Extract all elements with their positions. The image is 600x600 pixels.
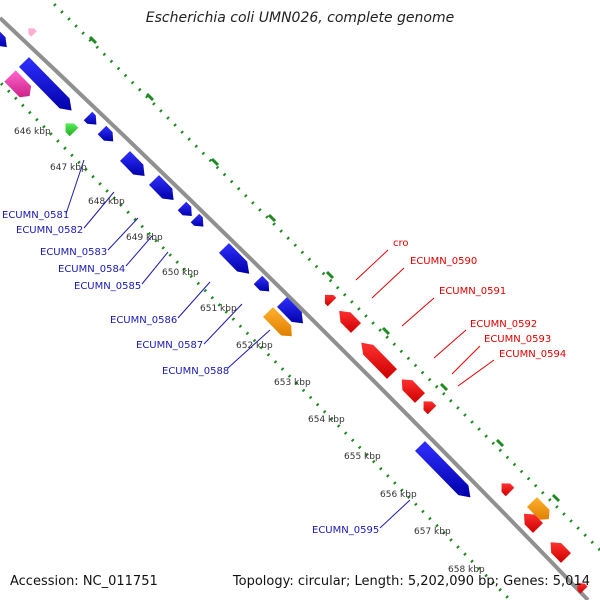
gene-arrow-blue xyxy=(177,201,192,216)
right-gene-label: ECUMN_0593 xyxy=(484,334,551,345)
left-gene-label: ECUMN_0585 xyxy=(74,281,141,292)
right-gene-label: cro xyxy=(393,238,409,249)
gene-arrow-blue xyxy=(415,441,471,498)
gene-arrow-red xyxy=(423,401,437,415)
gene-arrow-red xyxy=(576,582,588,594)
left-leader-line xyxy=(379,499,411,529)
kbp-tick-label: 647 kbp xyxy=(50,163,87,173)
outer-track-mark xyxy=(495,438,505,448)
left-gene-label: ECUMN_0582 xyxy=(16,225,83,236)
gene-arrow-blue xyxy=(149,175,174,200)
left-gene-label: ECUMN_0588 xyxy=(162,366,229,377)
gene-arrow-blue xyxy=(120,151,145,176)
gene-arrow-red xyxy=(501,483,515,497)
kbp-tick-label: 655 kbp xyxy=(344,452,381,462)
left-leader-line xyxy=(177,281,211,319)
gene-arrow-red xyxy=(361,342,397,379)
outer-dotted-track xyxy=(47,0,600,553)
gene-arrow-blue xyxy=(253,275,270,292)
label-leaders xyxy=(65,159,495,529)
gene-arrow-red xyxy=(339,310,361,333)
right-leader-line xyxy=(457,359,495,387)
right-leader-line xyxy=(451,345,481,375)
gene-arrow-blue xyxy=(190,213,204,227)
kbp-tick-label: 654 kbp xyxy=(308,415,345,425)
kbp-tick-label: 651 kbp xyxy=(200,304,237,314)
gene-arrow-blue xyxy=(19,57,72,111)
outer-track-mark xyxy=(325,270,335,280)
right-gene-label: ECUMN_0590 xyxy=(410,256,477,267)
accession-text: Accession: NC_011751 xyxy=(10,574,158,589)
kbp-tick-label: 657 kbp xyxy=(414,527,451,537)
left-leader-line xyxy=(227,329,271,369)
gene-arrow-blue xyxy=(97,125,114,142)
kbp-tick-label: 646 kbp xyxy=(14,127,51,137)
right-gene-label: ECUMN_0592 xyxy=(470,319,537,330)
inner-dotted-track xyxy=(0,80,513,600)
gene-arrow-orange xyxy=(527,497,550,520)
outer-track-mark xyxy=(439,382,449,392)
topology-text: Topology: circular; Length: 5,202,090 bp… xyxy=(232,574,590,589)
kbp-tick-label: 652 kbp xyxy=(236,341,273,351)
outer-track-mark xyxy=(267,213,277,223)
right-leader-line xyxy=(433,329,467,359)
gene-features xyxy=(0,28,588,594)
gene-arrow-red xyxy=(324,294,337,307)
gene-arrow-red xyxy=(401,379,425,403)
gene-arrow-red xyxy=(550,542,571,563)
gene-arrow-green xyxy=(65,123,79,137)
left-gene-label: ECUMN_0595 xyxy=(312,525,379,536)
right-gene-label: ECUMN_0594 xyxy=(499,349,566,360)
gene-arrow-blue xyxy=(0,31,7,48)
right-leader-line xyxy=(355,249,389,281)
left-leader-line xyxy=(125,235,153,267)
left-gene-label: ECUMN_0583 xyxy=(40,247,107,258)
right-leader-line xyxy=(371,267,405,299)
right-gene-label: ECUMN_0591 xyxy=(439,286,506,297)
gene-arrow-blue xyxy=(83,111,97,125)
kbp-tick-label: 649 kbp xyxy=(126,233,163,243)
gene-arrow-blue xyxy=(277,297,304,324)
gene-arrow-pink xyxy=(4,70,32,98)
left-gene-label: ECUMN_0584 xyxy=(58,264,125,275)
outer-track-mark xyxy=(381,326,391,336)
outer-track-mark xyxy=(551,493,561,503)
kbp-tick-label: 656 kbp xyxy=(380,490,417,500)
left-leader-line xyxy=(141,251,169,285)
left-leader-line xyxy=(83,191,115,229)
left-gene-label: ECUMN_0586 xyxy=(110,315,177,326)
outer-track-mark xyxy=(210,157,220,167)
kbp-tick-label: 658 kbp xyxy=(448,565,485,575)
gene-arrow-blue xyxy=(219,243,250,274)
left-gene-labels: ECUMN_0581ECUMN_0582ECUMN_0583ECUMN_0584… xyxy=(2,210,379,536)
left-gene-label: ECUMN_0587 xyxy=(136,340,203,351)
outer-track-mark xyxy=(88,35,98,45)
left-leader-line xyxy=(203,303,243,345)
kbp-tick-labels: 646 kbp 647 kbp 648 kbp 649 kbp 650 kbp 651 k… xyxy=(14,127,485,575)
gene-arrow-orange xyxy=(263,307,292,337)
gene-arrow-red xyxy=(523,513,543,533)
left-leader-line xyxy=(65,159,85,215)
right-gene-labels: croECUMN_0590ECUMN_0591ECUMN_0592ECUMN_0… xyxy=(393,238,566,360)
outer-track-mark xyxy=(145,92,155,102)
kbp-tick-label: 653 kbp xyxy=(274,378,311,388)
gene-arrow-pink-small xyxy=(28,28,37,37)
kbp-tick-label: 650 kbp xyxy=(162,268,199,278)
left-gene-label: ECUMN_0581 xyxy=(2,210,69,221)
map-title: Escherichia coli UMN026, complete genome xyxy=(145,10,455,26)
right-leader-line xyxy=(401,297,435,327)
kbp-tick-label: 648 kbp xyxy=(88,197,125,207)
left-leader-line xyxy=(107,217,139,251)
genome-backbone xyxy=(0,16,590,600)
